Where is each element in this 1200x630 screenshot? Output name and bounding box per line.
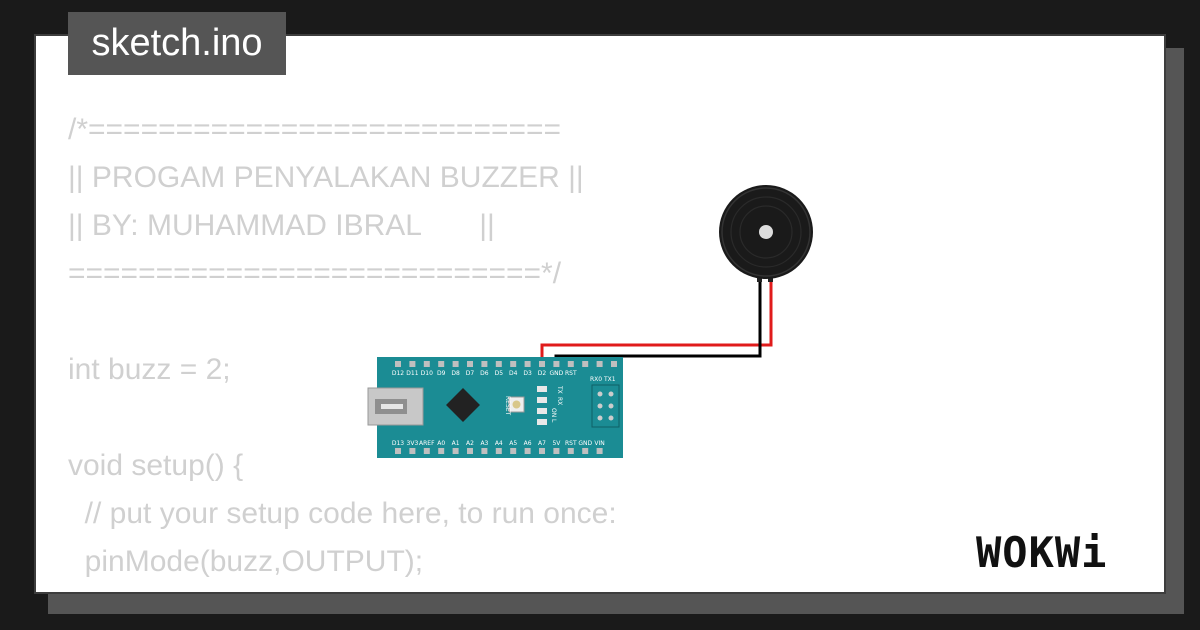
pin-label: AREF [419, 440, 435, 447]
pin-label: A3 [480, 440, 488, 447]
pin-label: RST [565, 370, 577, 377]
pin-hole[interactable] [596, 361, 603, 367]
pin-hole[interactable] [481, 361, 488, 367]
pin-hole[interactable] [409, 448, 416, 454]
pin-label: 5V [552, 440, 561, 447]
pin-label: D5 [495, 370, 504, 377]
bottom-pin-row [395, 448, 603, 454]
pin-hole[interactable] [495, 448, 502, 454]
pin-label: GND [550, 370, 564, 377]
code-line: // put your setup code here, to run once… [68, 497, 617, 530]
pin-label: D13 [392, 440, 404, 447]
pin-hole[interactable] [567, 361, 574, 367]
pin-label: 3V3 [407, 440, 419, 447]
pin-hole[interactable] [596, 448, 603, 454]
pin-hole[interactable] [495, 361, 502, 367]
code-line: /*=========================== [68, 113, 562, 146]
pin-hole[interactable] [510, 361, 517, 367]
serial-pin-label: TX1 [603, 376, 616, 383]
pin-label: RST [565, 440, 577, 447]
pin-hole[interactable] [467, 361, 473, 367]
pin-hole[interactable] [423, 448, 430, 454]
pin-hole[interactable] [524, 361, 531, 367]
pin-label: D11 [406, 370, 418, 377]
code-line: int buzz = 2; [68, 353, 231, 386]
pin-hole[interactable] [467, 448, 473, 454]
pin-hole[interactable] [395, 448, 401, 454]
pin-label: D4 [509, 370, 518, 377]
pin-label: GND [578, 440, 592, 447]
pin-label: A1 [452, 440, 460, 447]
pin-hole[interactable] [423, 361, 430, 367]
pin-hole[interactable] [539, 361, 545, 367]
top-pin-row [395, 361, 617, 367]
pin-label: D2 [538, 370, 547, 377]
pin-hole[interactable] [553, 361, 560, 367]
code-line: || BY: MUHAMMAD IBRAL || [68, 209, 495, 242]
serial-pin-label: RX0 [590, 376, 602, 383]
pin-label: A4 [495, 440, 503, 447]
pin-hole[interactable] [481, 448, 488, 454]
usb-connector-icon [367, 387, 424, 426]
preview-card: /*=========================== || PROGAM … [34, 34, 1166, 594]
pin-hole[interactable] [553, 448, 560, 454]
pin-label: D3 [523, 370, 532, 377]
pin-label: D8 [451, 370, 460, 377]
code-preview: /*=========================== || PROGAM … [68, 106, 617, 586]
led-label: TX [556, 385, 563, 394]
pin-hole[interactable] [510, 448, 517, 454]
pin-hole[interactable] [582, 448, 589, 454]
pin-hole[interactable] [438, 361, 445, 367]
code-line: void setup() { [68, 449, 244, 482]
led-label: RX [556, 397, 563, 405]
pin-hole[interactable] [539, 448, 545, 454]
wire-red [540, 276, 773, 364]
pin-label: A7 [538, 440, 546, 447]
pin-label: VIN [594, 440, 604, 447]
pin-label: A6 [524, 440, 532, 447]
microcontroller-chip-icon [446, 388, 480, 422]
reset-label: RESET [504, 396, 511, 416]
pin-label: D12 [392, 370, 404, 377]
icsp-header [591, 384, 620, 428]
buzzer-icon[interactable] [719, 185, 813, 282]
pin-hole[interactable] [611, 361, 617, 367]
reset-button[interactable]: RESET [504, 396, 525, 416]
code-line: pinMode(buzz,OUTPUT); [68, 545, 424, 578]
pin-hole[interactable] [438, 448, 445, 454]
pin-label: D6 [480, 370, 489, 377]
pin-hole[interactable] [452, 448, 459, 454]
pin-hole[interactable] [567, 448, 574, 454]
pin-hole[interactable] [452, 361, 459, 367]
pin-hole[interactable] [524, 448, 531, 454]
code-line: || PROGAM PENYALAKAN BUZZER || [68, 161, 584, 194]
pin-label: A5 [509, 440, 517, 447]
pin-label: D9 [437, 370, 446, 377]
pin-label: D10 [421, 370, 433, 377]
led-label: L [550, 419, 557, 423]
pin-hole[interactable] [409, 361, 416, 367]
pin-hole[interactable] [582, 361, 589, 367]
pin-hole[interactable] [395, 361, 401, 367]
pin-label: A2 [466, 440, 474, 447]
wokwi-logo: WOKWi [976, 528, 1108, 577]
wire-black [554, 276, 762, 364]
code-line: ===========================*/ [68, 257, 562, 290]
file-name-tab[interactable]: sketch.ino [68, 12, 286, 75]
status-leds: TX RX ON L [537, 385, 563, 425]
pin-label: A0 [437, 440, 445, 447]
led-label: ON [550, 408, 557, 417]
pin-label: D7 [466, 370, 475, 377]
